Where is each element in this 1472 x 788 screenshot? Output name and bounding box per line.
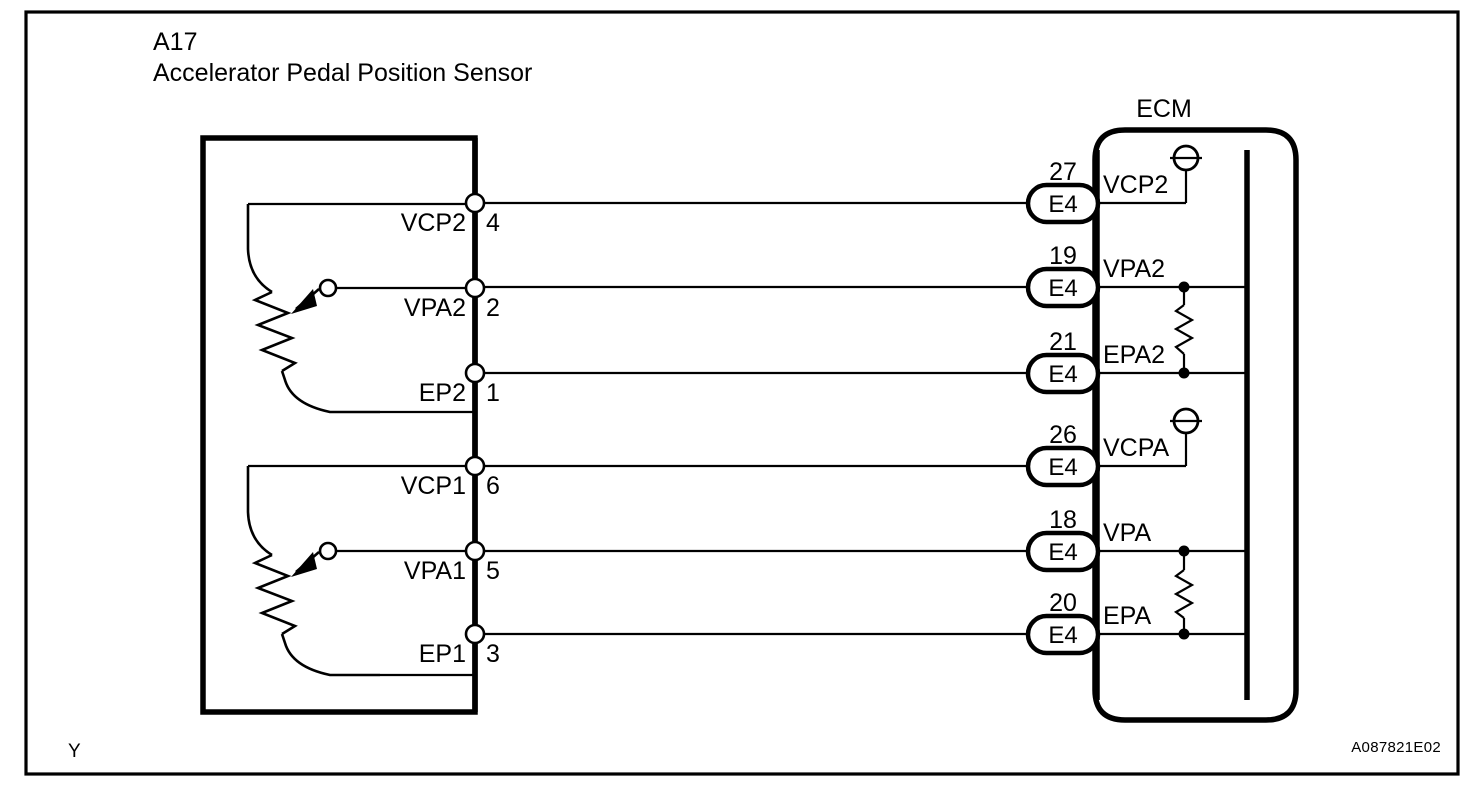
sensor-pin-number-5: 3 [486, 640, 500, 668]
sensor-terminal-node-6 [464, 455, 486, 477]
ecm-pin-number-2: 21 [1049, 328, 1077, 356]
sensor-terminal-label-0: VCP2 [401, 209, 466, 237]
ecm-junction-dot-vpa [1178, 545, 1190, 557]
ecm-pin-number-4: 18 [1049, 506, 1077, 534]
sensor-pin-number-4: 5 [486, 557, 500, 585]
connector-label-pin-18: E4 [1048, 539, 1077, 566]
sensor-terminal-node-5 [464, 540, 486, 562]
ecm-junction-dot-epa [1178, 628, 1190, 640]
ecm-pin-number-3: 26 [1049, 421, 1077, 449]
ecm-pin-number-1: 19 [1049, 242, 1077, 270]
pot2-wiper-node [318, 278, 338, 298]
ecm-pin-number-0: 27 [1049, 158, 1077, 186]
ecm-signal-label-3: VCPA [1103, 434, 1170, 462]
pot2-bottom-lead [280, 370, 380, 414]
ecm-junction-dot-epa2 [1178, 367, 1190, 379]
connector-oval-pin-26[interactable] [1025, 445, 1101, 488]
pot1-wiper-node [318, 541, 338, 561]
sensor-terminal-label-2: EP2 [419, 379, 466, 407]
component-code: A17 [153, 28, 197, 56]
ecm-signal-label-2: EPA2 [1103, 341, 1165, 369]
corner-marker: Y [68, 741, 81, 762]
sensor-pin-number-0: 4 [486, 209, 500, 237]
ecm-resistor-1 [1173, 569, 1195, 619]
pot1-bottom-lead [280, 633, 380, 677]
connector-label-pin-21: E4 [1048, 361, 1077, 388]
pot1-wiper-arrowhead [291, 552, 317, 577]
ecm-resistor-2 [1173, 304, 1195, 355]
connector-oval-pin-27[interactable] [1025, 182, 1101, 225]
connector-oval-pin-19[interactable] [1025, 266, 1101, 309]
connector-label-pin-26: E4 [1048, 454, 1077, 481]
component-name: Accelerator Pedal Position Sensor [153, 59, 532, 87]
connector-oval-pin-21[interactable] [1025, 352, 1101, 395]
pot2-resistor-element [251, 290, 298, 373]
ecm-signal-label-0: VCP2 [1103, 171, 1168, 199]
sensor-pin-number-3: 6 [486, 472, 500, 500]
ecm-signal-label-4: VPA [1103, 519, 1151, 547]
connector-label-pin-27: E4 [1048, 191, 1077, 218]
sensor-terminal-label-1: VPA2 [404, 294, 466, 322]
sensor-terminal-node-3 [464, 623, 486, 645]
connector-label-pin-19: E4 [1048, 275, 1077, 302]
ecm-signal-label-5: EPA [1103, 602, 1151, 630]
connector-label-pin-20: E4 [1048, 622, 1077, 649]
ecm-junction-dot-vpa2 [1178, 281, 1190, 293]
sensor-terminal-node-1 [464, 362, 486, 384]
sensor-terminal-label-5: EP1 [419, 640, 466, 668]
sensor-pin-number-1: 2 [486, 294, 500, 322]
sensor-terminal-label-4: VPA1 [404, 557, 466, 585]
pot2-wiper-arrowhead [291, 289, 317, 314]
ecm-body-box [1092, 127, 1299, 723]
sensor-terminal-label-3: VCP1 [401, 472, 466, 500]
pot1-top-lead [246, 466, 273, 557]
sensor-terminal-node-2 [464, 277, 486, 299]
sensor-pin-number-2: 1 [486, 379, 500, 407]
sensor-terminal-node-4 [464, 192, 486, 214]
figure-code: A087821E02 [1351, 739, 1441, 756]
connector-oval-pin-18[interactable] [1025, 530, 1101, 573]
pot1-resistor-element [251, 553, 298, 636]
page-border [24, 10, 1460, 776]
ecm-signal-label-1: VPA2 [1103, 255, 1165, 283]
pot2-top-lead [246, 204, 273, 294]
ecm-pin-number-5: 20 [1049, 589, 1077, 617]
connector-oval-pin-20[interactable] [1025, 613, 1101, 656]
ecm-title: ECM [1136, 95, 1192, 123]
